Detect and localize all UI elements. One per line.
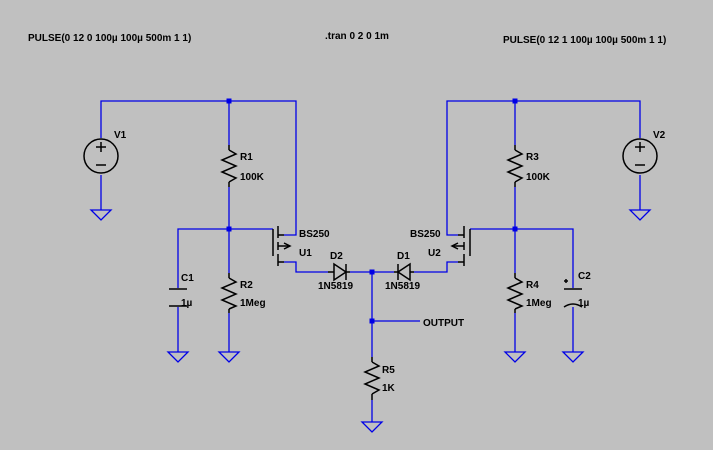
resistor-r5[interactable] <box>363 357 381 400</box>
ground-symbol <box>561 351 585 363</box>
r5-name: R5 <box>382 365 395 376</box>
wires-right <box>414 100 641 352</box>
capacitor-c2[interactable] <box>563 279 583 308</box>
r1-name: R1 <box>240 152 253 163</box>
v1-label: V1 <box>114 130 127 141</box>
diode-d2[interactable] <box>328 262 350 282</box>
r2-value: 1Meg <box>240 298 266 309</box>
ground-symbol <box>503 351 527 363</box>
output-net-label: OUTPUT <box>423 318 464 329</box>
mosfet-u1[interactable] <box>272 226 292 266</box>
tran-directive: .tran 0 2 0 1m <box>325 31 389 42</box>
r5-value: 1K <box>382 383 396 394</box>
resistor-r3[interactable] <box>506 145 524 187</box>
junction-dot <box>369 269 375 275</box>
c2-value: 1µ <box>578 298 590 309</box>
diode-d1[interactable] <box>394 262 414 282</box>
pulse-directive-left: PULSE(0 12 0 100µ 100µ 500m 1 1) <box>28 33 191 44</box>
resistor-r1[interactable] <box>220 145 238 187</box>
r1-value: 100K <box>240 172 265 183</box>
pulse-directive-right: PULSE(0 12 1 100µ 100µ 500m 1 1) <box>503 35 666 46</box>
v2-label: V2 <box>653 130 666 141</box>
u2-name: U2 <box>428 248 441 259</box>
r4-value: 1Meg <box>526 298 552 309</box>
junction-dot <box>512 226 518 232</box>
ground-symbol <box>360 421 384 433</box>
r3-value: 100K <box>526 172 551 183</box>
u1-model: BS250 <box>299 229 330 240</box>
junction-dot <box>226 98 232 104</box>
ground-symbol <box>628 209 652 221</box>
r4-name: R4 <box>526 280 539 291</box>
c2-name: C2 <box>578 271 591 282</box>
ground-symbol <box>166 351 190 363</box>
wires-left <box>100 100 328 352</box>
resistor-r4[interactable] <box>506 273 524 313</box>
voltage-source-v2[interactable] <box>622 138 658 174</box>
junction-dot <box>226 226 232 232</box>
u1-name: U1 <box>299 248 312 259</box>
u2-model: BS250 <box>410 229 441 240</box>
c1-name: C1 <box>181 273 194 284</box>
d1-value: 1N5819 <box>385 281 420 292</box>
capacitor-c1[interactable] <box>169 288 187 307</box>
voltage-source-v1[interactable] <box>83 138 119 174</box>
c1-value: 1µ <box>181 298 193 309</box>
mosfet-u2[interactable] <box>450 226 471 266</box>
ground-symbol <box>217 351 241 363</box>
d2-value: 1N5819 <box>318 281 353 292</box>
d2-name: D2 <box>330 251 343 262</box>
resistor-r2[interactable] <box>220 273 238 313</box>
ground-symbol <box>89 209 113 221</box>
d1-name: D1 <box>397 251 410 262</box>
r3-name: R3 <box>526 152 539 163</box>
junction-dot <box>512 98 518 104</box>
r2-name: R2 <box>240 280 253 291</box>
junction-dot <box>369 318 375 324</box>
wires-center <box>350 271 420 422</box>
